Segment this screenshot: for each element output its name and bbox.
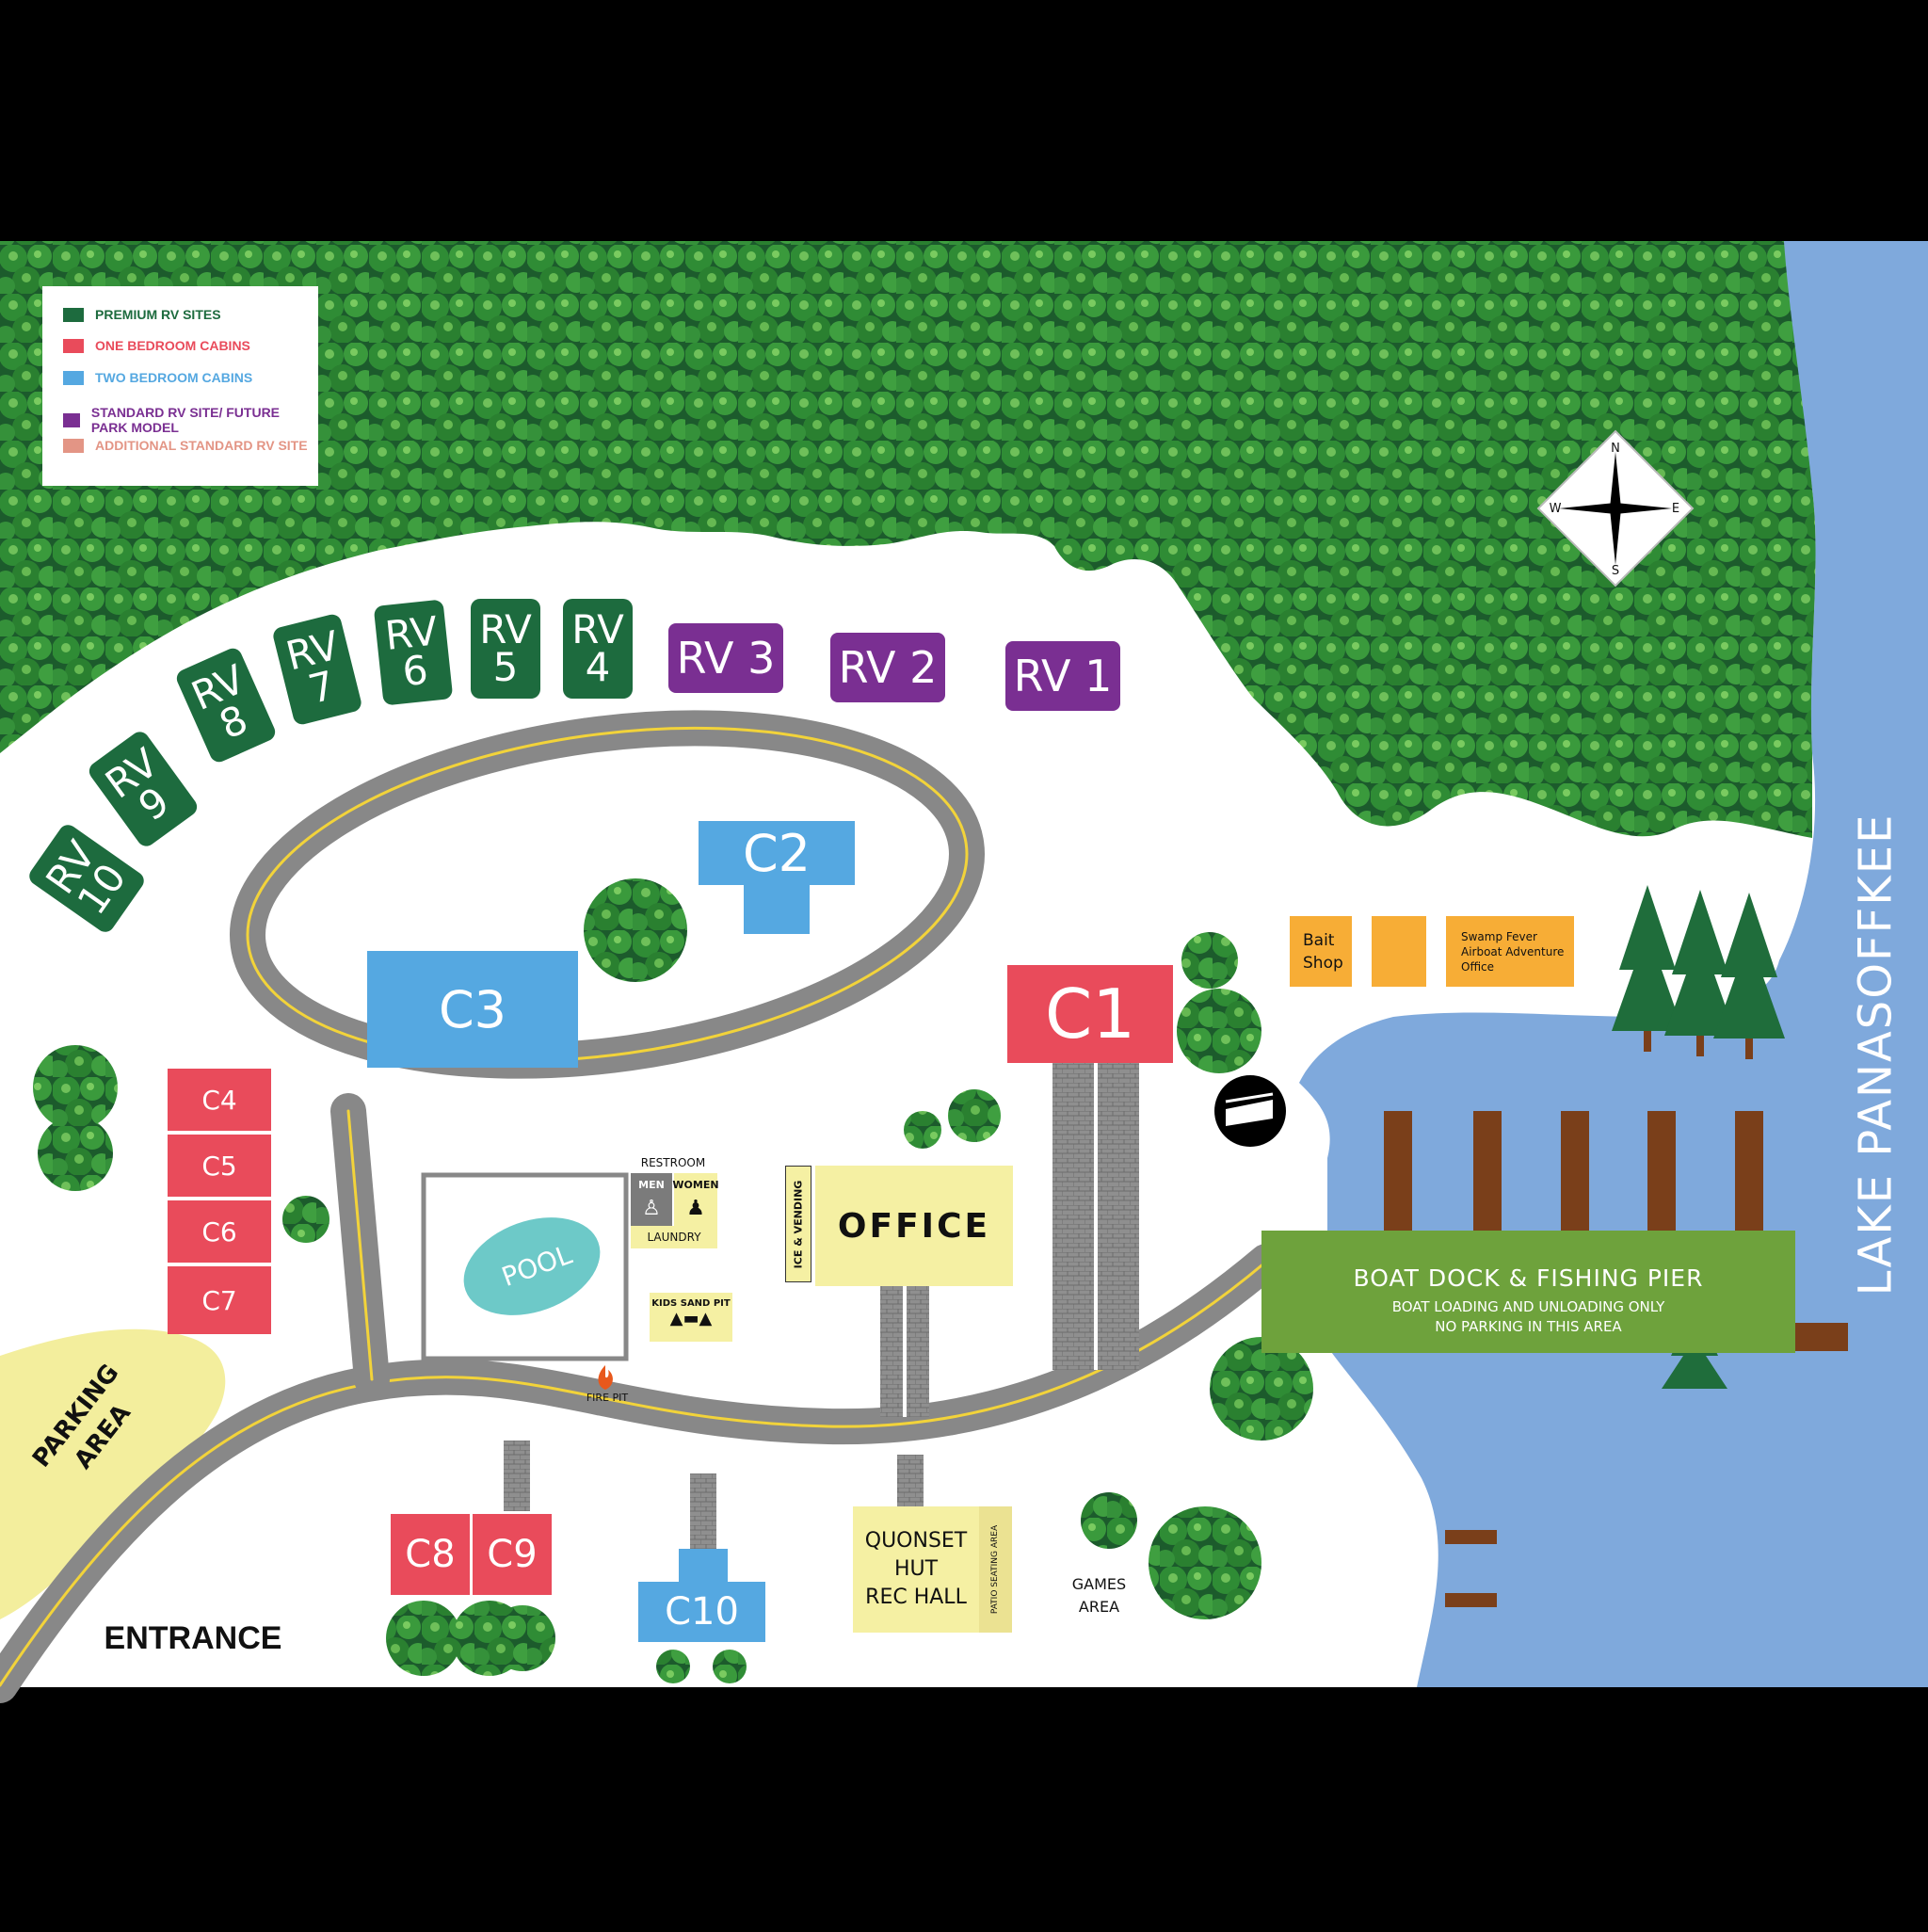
ice-vending[interactable]: ICE & VENDING	[785, 1166, 811, 1282]
rv-site-1[interactable]: RV 1	[1005, 641, 1120, 711]
boat-dock-fishing-pier[interactable]: BOAT DOCK & FISHING PIER BOAT LOADING AN…	[1261, 1231, 1795, 1353]
cabin-c8[interactable]: C8	[391, 1514, 470, 1595]
woman-icon: ♟	[686, 1196, 705, 1220]
parking-area	[0, 1328, 226, 1619]
legend-swatch	[63, 438, 84, 453]
cabin-c3[interactable]: C3	[367, 951, 578, 1068]
office[interactable]: OFFICE	[815, 1166, 1013, 1286]
legend-swatch	[63, 338, 84, 353]
legend-swatch	[63, 370, 84, 385]
legend-item: PREMIUM RV SITES	[63, 307, 221, 322]
legend-label: STANDARD RV SITE/ FUTURE PARK MODEL	[90, 405, 281, 435]
laundry[interactable]: LAUNDRY	[631, 1226, 717, 1248]
cabin-c2-annex	[744, 885, 810, 934]
legend-item: ONE BEDROOM CABINS	[63, 338, 250, 353]
legend-label: TWO BEDROOM CABINS	[95, 370, 253, 385]
lake-name: LAKE PANASOFFKEE	[1849, 813, 1903, 1296]
cabin-c7[interactable]: C7	[168, 1266, 271, 1334]
cabin-c1[interactable]: C1	[1007, 965, 1173, 1063]
map-legend: PREMIUM RV SITES ONE BEDROOM CABINS TWO BE…	[42, 286, 318, 486]
compass-north: N	[1611, 441, 1620, 456]
restroom-men-label: MEN	[638, 1178, 665, 1191]
legend-label: ADDITIONAL STANDARD RV SITE	[95, 438, 308, 453]
legend-label: ONE BEDROOM CABINS	[95, 338, 250, 353]
compass-west: W	[1549, 501, 1562, 516]
fire-icon	[598, 1365, 613, 1390]
cabin-c10-annex	[679, 1549, 728, 1583]
kids-sand-pit[interactable]: KIDS SAND PIT ▲▬▲	[650, 1293, 732, 1342]
kids-sand-pit-label: KIDS SAND PIT	[651, 1298, 731, 1309]
compass-east: E	[1671, 501, 1680, 516]
cabin-c5[interactable]: C5	[168, 1135, 271, 1197]
man-icon: ♙	[642, 1196, 661, 1220]
pool	[463, 1217, 601, 1315]
legend-item: ADDITIONAL STANDARD RV SITE	[63, 438, 308, 453]
boat-dock-title: BOAT DOCK & FISHING PIER	[1353, 1264, 1704, 1292]
pier	[1384, 1111, 1848, 1607]
rv-site-2[interactable]: RV 2	[830, 633, 945, 702]
games-area[interactable]: GAMES AREA	[1071, 1575, 1127, 1616]
patio-seating-label: PATIO SEATING AREA	[990, 1524, 1001, 1615]
boat-ramp-icon	[1214, 1075, 1286, 1147]
legend-label: PREMIUM RV SITES	[95, 307, 221, 322]
ice-vending-label: ICE & VENDING	[792, 1180, 805, 1268]
forest	[0, 241, 1816, 838]
restroom-women-label: WOMEN	[672, 1178, 719, 1191]
lake-panasoffkee-label: LAKE PANASOFFKEE	[1847, 800, 1904, 1309]
pine-trees	[1612, 885, 1785, 1389]
cabin-c9[interactable]: C9	[473, 1514, 552, 1595]
compass-south: S	[1611, 563, 1620, 578]
compass-rose	[1536, 429, 1695, 588]
legend-swatch	[63, 412, 80, 427]
walkways	[504, 1059, 1139, 1549]
patio-seating-area[interactable]: PATIO SEATING AREA	[979, 1506, 1012, 1633]
roads	[0, 710, 1284, 1703]
bait-shop[interactable]: Bait Shop	[1290, 916, 1352, 987]
sandbox-icon: ▲▬▲	[669, 1309, 713, 1328]
restroom-men[interactable]	[631, 1173, 672, 1226]
bait-shop-annex[interactable]	[1372, 916, 1426, 987]
fire-pit-label: FIRE PIT	[586, 1391, 629, 1404]
cabin-c10[interactable]: C10	[638, 1582, 765, 1642]
boat-dock-note: BOAT LOADING AND UNLOADING ONLY NO PARKI…	[1391, 1298, 1665, 1335]
quonset-hut-rec-hall[interactable]: QUONSET HUT REC HALL	[853, 1506, 979, 1633]
restroom-label: RESTROOM	[640, 1156, 706, 1169]
cabin-c2[interactable]: C2	[699, 821, 855, 885]
cabin-c4[interactable]: C4	[168, 1069, 271, 1131]
legend-item: TWO BEDROOM CABINS	[63, 370, 252, 385]
rv-site-5[interactable]: RV 5	[471, 599, 540, 699]
cabin-c6[interactable]: C6	[168, 1200, 271, 1263]
swamp-fever-airboat-office[interactable]: Swamp Fever Airboat Adventure Office	[1446, 916, 1574, 987]
legend-item: STANDARD RV SITE/ FUTURE PARK MODEL	[63, 405, 318, 435]
rv-site-4[interactable]: RV 4	[563, 599, 633, 699]
restroom-women[interactable]	[674, 1173, 717, 1226]
legend-swatch	[63, 307, 84, 322]
rv-site-3[interactable]: RV 3	[668, 623, 783, 693]
tree-clumps	[33, 878, 1313, 1683]
entrance-label: ENTRANCE	[104, 1619, 282, 1656]
rv-site-6[interactable]: RV 6	[373, 599, 454, 706]
